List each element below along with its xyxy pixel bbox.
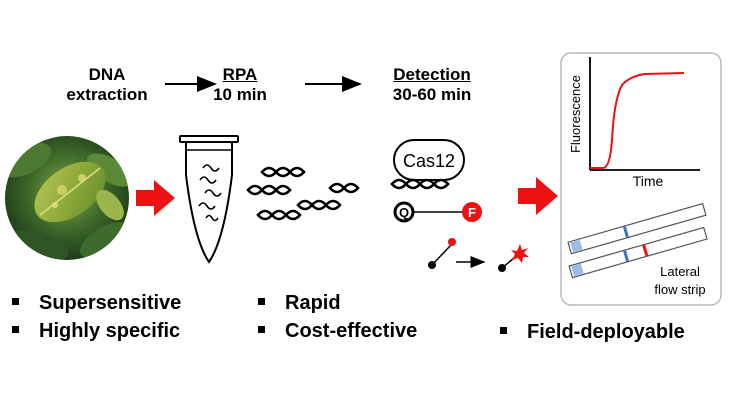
strip-label-line2: flow strip bbox=[654, 282, 705, 297]
fluorophore-label: F bbox=[468, 205, 476, 220]
amplified-dna-icon bbox=[246, 166, 360, 221]
plot-ylabel: Fluorescence bbox=[568, 75, 583, 153]
bullet-field-deployable: Field-deployable bbox=[500, 321, 685, 344]
bullet-cost-effective: Cost-effective bbox=[258, 320, 417, 343]
plant-leaf-image bbox=[5, 136, 129, 260]
cleaved-reporter bbox=[428, 238, 529, 272]
step-dna-line2: extraction bbox=[66, 85, 148, 104]
step-dna-extraction: DNA extraction bbox=[52, 65, 162, 105]
step-rpa: RPA 10 min bbox=[200, 65, 280, 105]
fluorescence-curve bbox=[590, 72, 685, 169]
bullet-text: Supersensitive bbox=[39, 292, 182, 314]
bullet-square-icon bbox=[12, 298, 19, 306]
red-arrow-to-tube bbox=[136, 180, 175, 216]
bullet-text: Field-deployable bbox=[527, 321, 685, 343]
strip-label-line1: Lateral bbox=[660, 264, 700, 279]
bullet-square-icon bbox=[258, 298, 265, 306]
bullet-square-icon bbox=[500, 327, 507, 335]
quencher-label: Q bbox=[399, 205, 409, 220]
plot-xlabel: Time bbox=[633, 173, 664, 189]
lateral-flow-strips: Lateral flow strip bbox=[567, 202, 708, 297]
step-detection-line2: 30-60 min bbox=[392, 85, 472, 104]
reporter-probe: Q F bbox=[393, 201, 482, 223]
step-detection: Detection 30-60 min bbox=[372, 65, 492, 105]
lateral-flow-strip-2 bbox=[568, 226, 708, 279]
bullet-square-icon bbox=[12, 326, 19, 334]
red-arrow-to-readout bbox=[518, 177, 558, 215]
reaction-tube-icon bbox=[179, 135, 239, 264]
cas12-label: Cas12 bbox=[403, 151, 455, 171]
bullet-supersensitive: Supersensitive bbox=[12, 292, 181, 315]
cas12-complex: Cas12 bbox=[390, 139, 465, 190]
bullet-text: Rapid bbox=[285, 292, 341, 314]
step-dna-line1: DNA bbox=[88, 65, 126, 84]
bullet-rapid: Rapid bbox=[258, 292, 341, 315]
step-rpa-line1: RPA bbox=[222, 65, 258, 84]
bullet-highly-specific: Highly specific bbox=[12, 320, 180, 343]
step-detection-line1: Detection bbox=[393, 65, 471, 84]
step-rpa-line2: 10 min bbox=[213, 85, 267, 104]
bullet-square-icon bbox=[258, 326, 265, 334]
lateral-flow-strip-1 bbox=[567, 202, 707, 255]
bullet-text: Cost-effective bbox=[285, 320, 418, 342]
bullet-text: Highly specific bbox=[39, 320, 181, 342]
fluorescence-plot: Fluorescence Time bbox=[568, 57, 700, 189]
